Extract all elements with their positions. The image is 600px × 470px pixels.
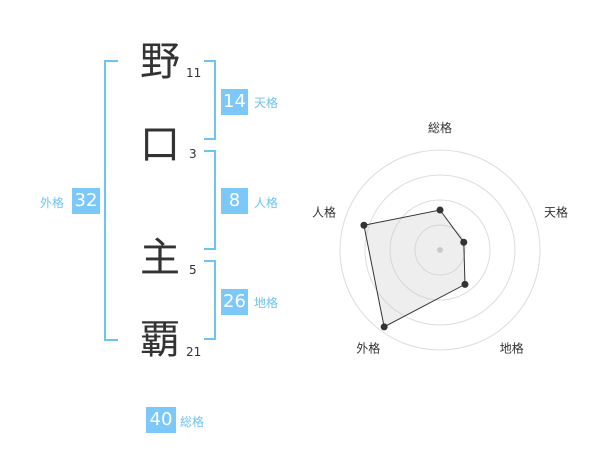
stroke-count-3: 5: [189, 263, 197, 277]
name-char-1: 野: [140, 39, 180, 85]
stroke-count-2: 3: [189, 147, 197, 161]
stroke-count-4: 21: [186, 345, 202, 359]
jinkaku-value-badge: 8: [221, 188, 248, 214]
radar-center-dot: [437, 247, 443, 253]
radar-value-polygon: [363, 209, 466, 328]
radar-point-2: [460, 238, 468, 246]
radar-axis-label-4: 外格: [356, 341, 380, 356]
name-char-4: 覇: [140, 317, 180, 363]
gaikaku-value-badge: 32: [72, 188, 100, 214]
tenkaku-value-badge: 14: [221, 89, 248, 115]
gaikaku-label: 外格: [40, 196, 65, 210]
radar-grid-ring: [339, 149, 541, 351]
soukaku-value-badge: 40: [146, 407, 176, 433]
radar-grid-ring: [414, 224, 466, 276]
name-char-2: 口: [140, 122, 180, 168]
jinkaku-label: 人格: [254, 196, 279, 210]
radar-grid: [339, 149, 541, 351]
radar-grid-ring: [364, 174, 516, 326]
radar-axis-label-5: 人格: [312, 204, 336, 219]
radar-axis-label-2: 天格: [544, 204, 568, 219]
radar-point-5: [360, 221, 368, 229]
radar-axis-label-3: 地格: [500, 341, 524, 356]
chikaku-value-badge: 26: [221, 289, 248, 315]
chikaku-bracket: [204, 260, 216, 340]
gaikaku-bracket: [104, 60, 118, 341]
radar-polygon-layer: [360, 206, 469, 331]
stroke-count-1: 11: [186, 66, 202, 80]
radar-point-3: [461, 280, 469, 288]
tenkaku-label: 天格: [254, 96, 279, 110]
radar-point-1: [436, 206, 444, 214]
soukaku-label: 総格: [180, 415, 205, 429]
jinkaku-bracket: [204, 150, 216, 250]
tenkaku-bracket: [204, 60, 216, 140]
name-char-3: 主: [140, 235, 180, 281]
radar-axis-label-1: 総格: [428, 120, 452, 135]
chikaku-label: 地格: [254, 296, 279, 310]
radar-point-4: [380, 323, 388, 331]
radar-grid-ring: [389, 199, 491, 301]
